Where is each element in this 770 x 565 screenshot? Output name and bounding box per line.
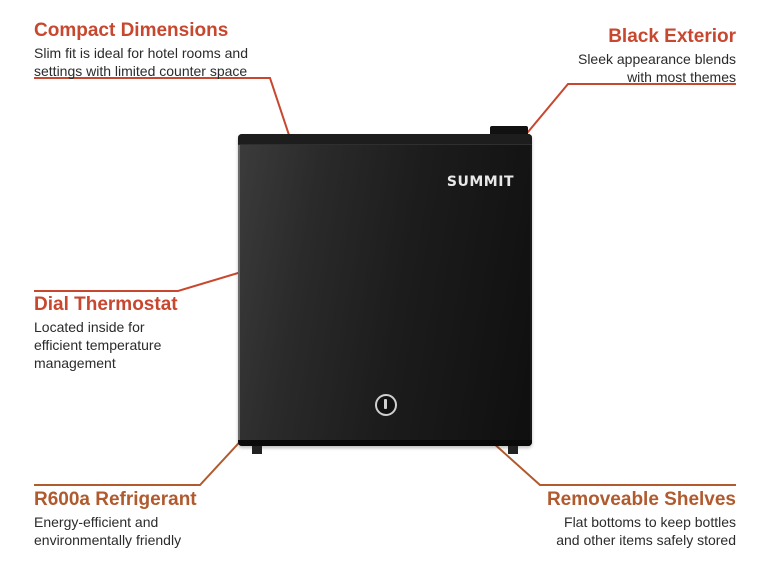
right-foot xyxy=(508,446,518,454)
feature-title: Black Exterior xyxy=(608,26,736,47)
feature-dial-thermostat: Dial Thermostat Located inside for effic… xyxy=(34,294,178,372)
left-foot xyxy=(252,446,262,454)
feature-description: Located inside for efficient temperature… xyxy=(34,319,162,371)
feature-title: R600a Refrigerant xyxy=(34,489,197,510)
feature-compact-dimensions: Compact Dimensions Slim fit is ideal for… xyxy=(34,20,248,80)
feature-title: Compact Dimensions xyxy=(34,20,229,41)
feature-black-exterior: Black Exterior Sleek appearance blends w… xyxy=(578,26,736,86)
feature-removeable-shelves: Removeable Shelves Flat bottoms to keep … xyxy=(547,489,736,549)
feature-description: Sleek appearance blends with most themes xyxy=(577,51,736,85)
feature-description: Flat bottoms to keep bottles and other i… xyxy=(556,514,736,548)
feature-description: Energy-efficient and environmentally fri… xyxy=(34,514,182,548)
hinge xyxy=(490,126,528,135)
callout-line-refrigerant xyxy=(34,419,261,486)
callout-line-dial xyxy=(34,263,269,292)
feature-title: Removeable Shelves xyxy=(546,489,736,510)
callout-line-compact xyxy=(34,77,297,157)
feature-r600a-refrigerant: R600a Refrigerant Energy-efficient and e… xyxy=(34,489,197,549)
fridge-base xyxy=(238,440,532,446)
mini-fridge-image: SUMMIT xyxy=(238,126,532,454)
lock-icon xyxy=(375,394,397,416)
feature-description: Slim fit is ideal for hotel rooms and se… xyxy=(34,45,248,79)
fridge-top xyxy=(238,134,532,145)
brand-logo: SUMMIT xyxy=(446,174,514,190)
feature-title: Dial Thermostat xyxy=(34,294,178,315)
callout-line-black xyxy=(507,83,736,157)
